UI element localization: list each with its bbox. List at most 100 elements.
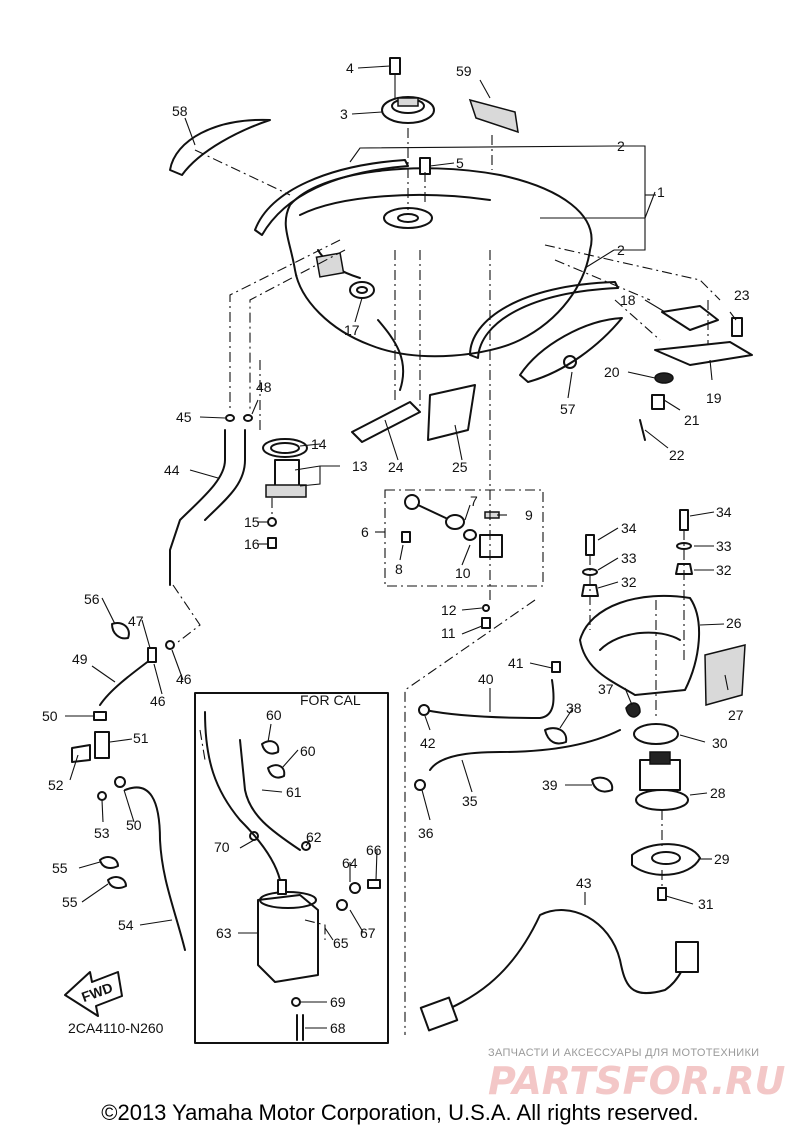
callout-47: 47 [128,613,144,629]
callout-53: 53 [94,825,110,841]
fuel-hoses[interactable] [414,661,641,793]
callout-23: 23 [734,287,750,303]
callout-69: 69 [330,994,346,1010]
callout-33: 33 [716,538,732,554]
pump-wire-harness[interactable] [419,909,699,1032]
callout-56: 56 [84,591,100,607]
callout-35: 35 [462,793,478,809]
vent-hoses[interactable] [99,414,253,706]
callout-31: 31 [698,896,714,912]
tank-stripe-upper[interactable] [254,159,409,236]
callout-40: 40 [478,671,494,687]
callout-5: 5 [456,155,464,171]
callout-39: 39 [542,777,558,793]
rear-bracket[interactable] [639,305,753,441]
callout-numbers: 1 2 2 3 4 5 6 7 8 9 10 11 12 13 14 15 16… [42,60,750,1036]
callout-62: 62 [306,829,322,845]
callout-24: 24 [388,459,404,475]
assembly-lines [172,128,721,1035]
callout-48: 48 [256,379,272,395]
fuel-pump[interactable] [631,723,701,901]
callout-7: 7 [470,493,478,509]
callout-20: 20 [604,364,620,380]
callout-25: 25 [452,459,468,475]
copyright-notice: ©2013 Yamaha Motor Corporation, U.S.A. A… [101,1100,699,1125]
diagram-code: 2CA4110-N260 [68,1020,164,1036]
callout-16: 16 [244,536,260,552]
callout-36: 36 [418,825,434,841]
callout-46: 46 [176,671,192,687]
callout-59: 59 [456,63,472,79]
callout-21: 21 [684,412,700,428]
callout-10: 10 [455,565,471,581]
callout-2: 2 [617,138,625,154]
callout-55: 55 [62,894,78,910]
emblem-right[interactable] [519,317,623,383]
cap-bolt[interactable] [389,57,401,98]
callout-63: 63 [216,925,232,941]
callout-57: 57 [560,401,576,417]
callout-14: 14 [311,436,327,452]
drain-hose[interactable] [99,622,186,951]
callout-38: 38 [566,700,582,716]
callout-15: 15 [244,514,260,530]
fuel-cock-box [384,489,544,587]
callout-17: 17 [344,322,360,338]
callout-27: 27 [728,707,744,723]
callout-30: 30 [712,735,728,751]
for-cal-label: FOR CAL [300,692,361,708]
callout-22: 22 [669,447,685,463]
callout-6: 6 [361,524,369,540]
callout-9: 9 [525,507,533,523]
callout-28: 28 [710,785,726,801]
callout-45: 45 [176,409,192,425]
callout-41: 41 [508,655,524,671]
callout-70: 70 [214,839,230,855]
grommet[interactable] [349,281,375,299]
callout-42: 42 [420,735,436,751]
callout-64: 64 [342,855,358,871]
fuel-sender-assembly[interactable] [262,438,308,549]
callout-12: 12 [441,602,457,618]
callout-44: 44 [164,462,180,478]
fuel-cap[interactable] [381,96,435,124]
callout-66: 66 [366,842,382,858]
callout-13: 13 [352,458,368,474]
callout-34: 34 [621,520,637,536]
valve-group[interactable] [71,711,126,801]
callout-1: 1 [657,184,665,200]
callout-19: 19 [706,390,722,406]
fuel-cock[interactable] [401,494,503,629]
tank-bolt[interactable] [419,157,431,175]
callout-68: 68 [330,1020,346,1036]
callout-leaders [65,65,737,1029]
housing-fasteners[interactable] [581,509,693,597]
fuel-tank[interactable] [284,167,593,391]
emblem-left[interactable] [169,118,271,176]
callout-29: 29 [714,851,730,867]
heat-plate[interactable] [427,384,476,441]
callout-37: 37 [598,681,614,697]
callout-67: 67 [360,925,376,941]
callout-60: 60 [300,743,316,759]
callout-58: 58 [172,103,188,119]
callout-18: 18 [620,292,636,308]
charcoal-canister[interactable] [204,711,381,1041]
callout-32: 32 [716,562,732,578]
callout-4: 4 [346,60,354,76]
callout-11: 11 [441,625,456,641]
callout-50: 50 [126,817,142,833]
warning-label[interactable] [468,98,519,134]
callout-46: 46 [150,693,166,709]
callout-32: 32 [621,574,637,590]
tank-stripe-lower[interactable] [469,281,619,359]
callout-54: 54 [118,917,134,933]
callout-51: 51 [133,730,149,746]
watermark: ЗАПЧАСТИ И АКСЕССУАРЫ ДЛЯ МОТОТЕХНИКИ PA… [488,1047,786,1103]
watermark-logo: PARTSFOR.RU [488,1059,786,1103]
callout-43: 43 [576,875,592,891]
fwd-arrow-icon: FWD [64,971,123,1017]
callout-8: 8 [395,561,403,577]
callout-33: 33 [621,550,637,566]
